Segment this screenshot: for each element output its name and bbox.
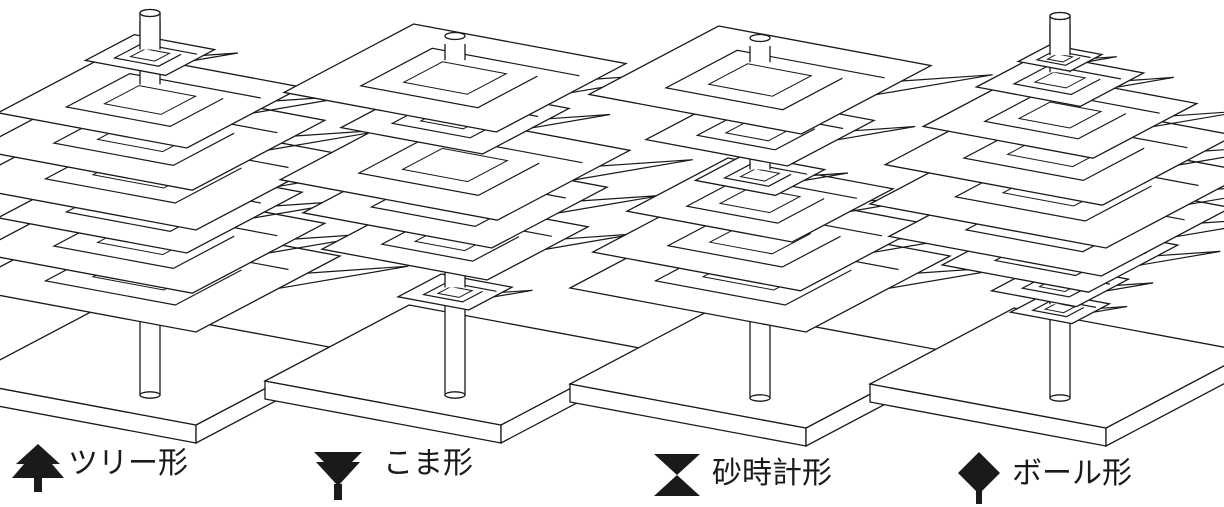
tree-shape-icon xyxy=(12,444,64,492)
model-top xyxy=(263,23,693,445)
model-label-top: こま形 xyxy=(383,446,473,481)
model-label-tree: ツリー形 xyxy=(68,446,188,481)
spinning-top-shape-icon xyxy=(314,452,362,500)
model-ball xyxy=(868,11,1224,448)
hourglass-shape-icon xyxy=(654,454,700,496)
model-hourglass xyxy=(568,25,1019,448)
model-label-ball: ボール形 xyxy=(1012,456,1132,491)
ball-shape-icon xyxy=(958,452,1000,504)
model-tree xyxy=(0,8,409,445)
model-label-hourglass: 砂時計形 xyxy=(712,456,832,491)
